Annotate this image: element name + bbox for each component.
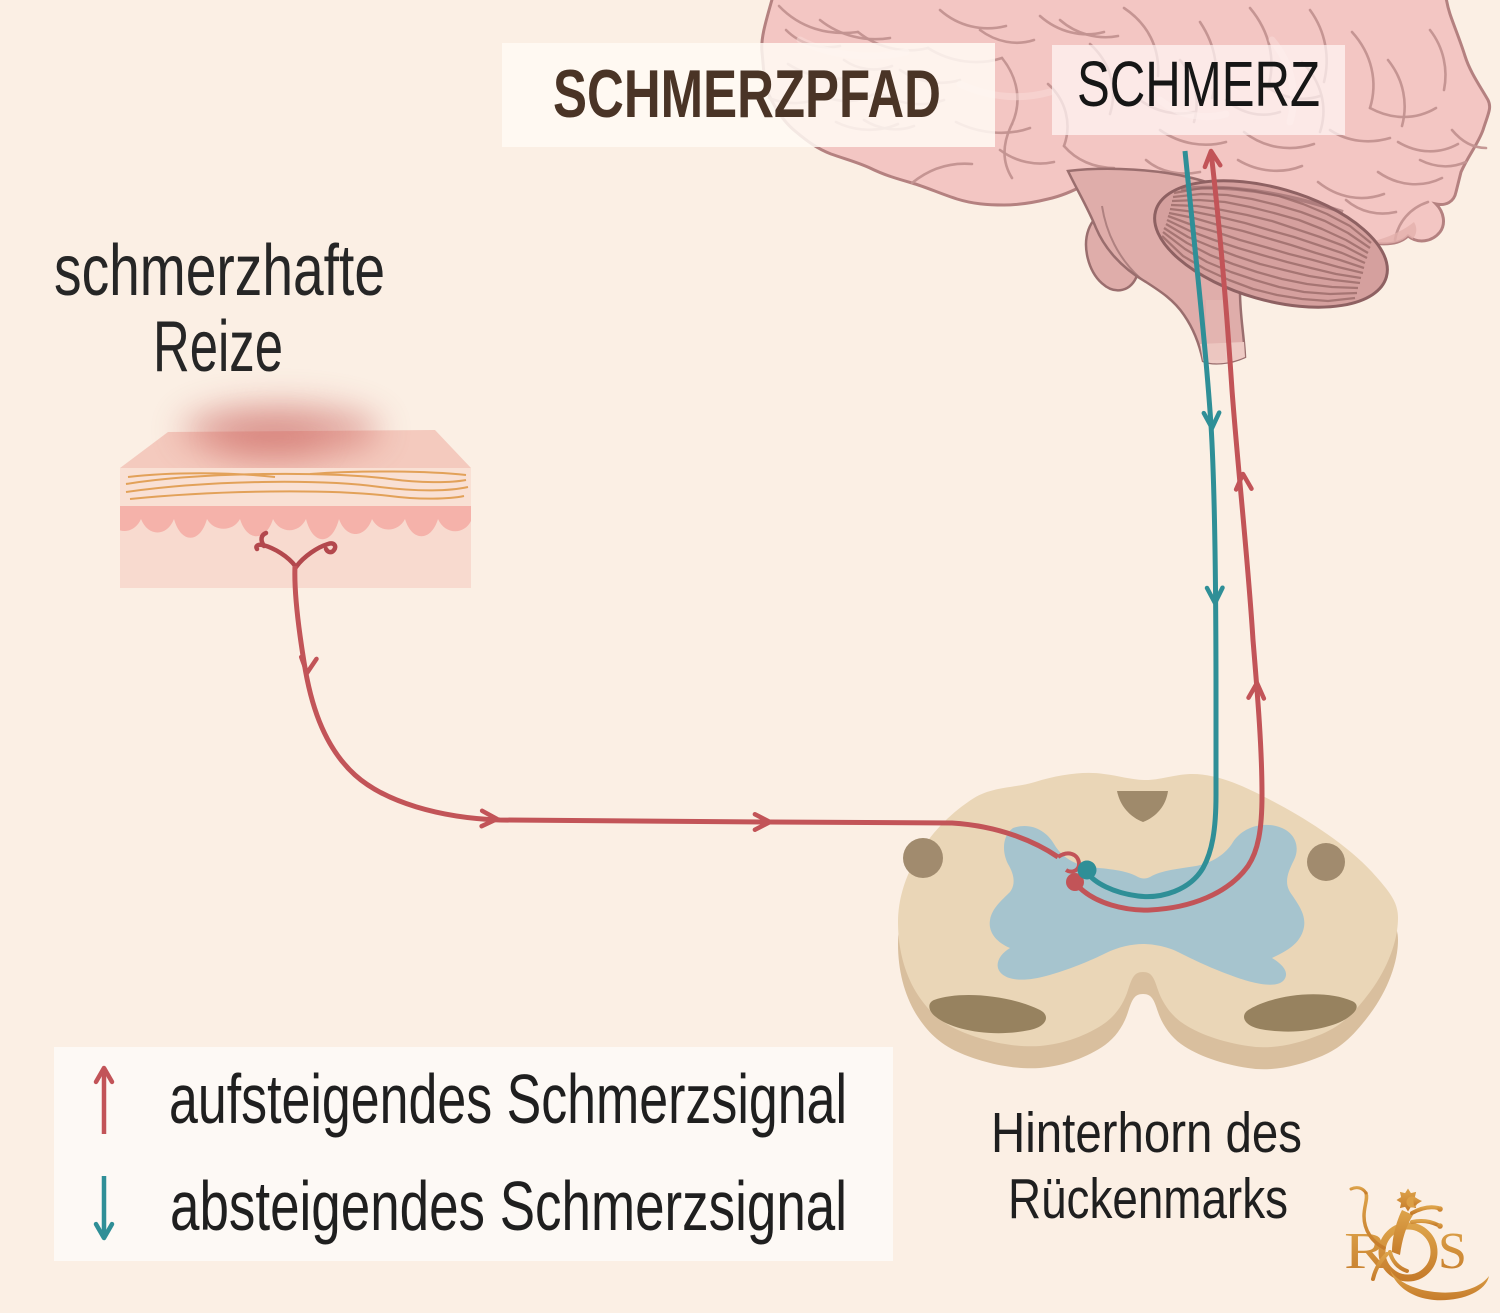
svg-text:schmerzhafte: schmerzhafte [54, 231, 385, 311]
svg-text:Reize: Reize [153, 307, 283, 387]
svg-text:SCHMERZ: SCHMERZ [1077, 48, 1320, 120]
svg-text:S: S [1438, 1223, 1467, 1280]
svg-text:absteigendes Schmerzsignal: absteigendes Schmerzsignal [170, 1167, 847, 1245]
svg-text:aufsteigendes Schmerzsignal: aufsteigendes Schmerzsignal [169, 1060, 847, 1138]
svg-text:Hinterhorn des: Hinterhorn des [991, 1101, 1302, 1165]
svg-text:Rückenmarks: Rückenmarks [1008, 1167, 1288, 1231]
svg-text:SCHMERZPFAD: SCHMERZPFAD [553, 56, 941, 132]
